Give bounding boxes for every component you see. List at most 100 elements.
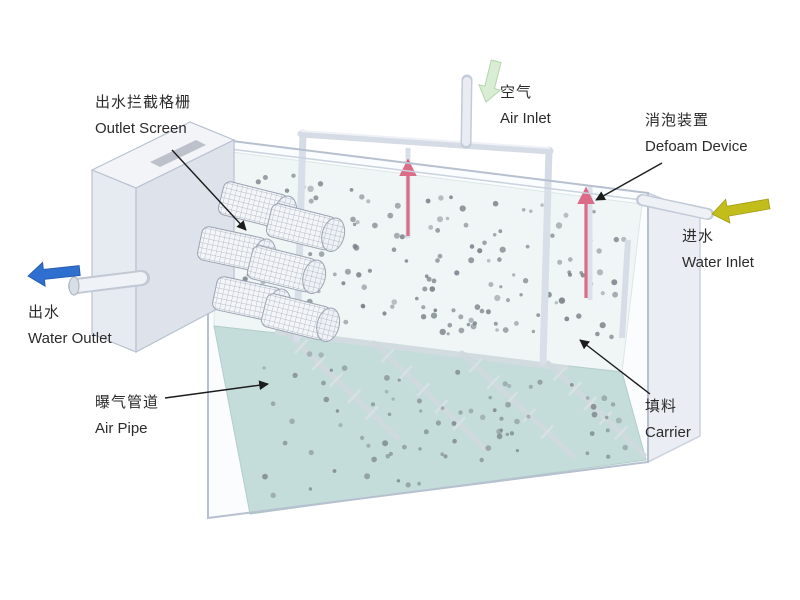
label-air-pipe-zh: 曝气管道: [95, 394, 160, 411]
air-diffuser: [416, 382, 431, 398]
carrier-dot: [397, 378, 401, 382]
carrier-dot: [308, 198, 314, 204]
air-inlet-pipe-body: [462, 77, 471, 146]
carrier-dot: [494, 294, 501, 302]
carrier-dot: [580, 273, 585, 278]
label-water-outlet-en: Water Outlet: [28, 330, 112, 347]
air-inlet-arrow: [478, 59, 502, 103]
label-water-inlet-en: Water Inlet: [682, 254, 754, 271]
carrier-dot: [567, 270, 572, 275]
air-diffuser: [567, 381, 583, 397]
carrier-dot: [388, 451, 393, 456]
carrier-dot: [262, 473, 268, 480]
screen-cylinder-mesh: [247, 245, 317, 292]
carrier-dot: [447, 322, 453, 328]
air-diffuser: [294, 339, 309, 354]
carrier-dot: [522, 278, 529, 284]
carrier-dot: [493, 321, 498, 326]
carrier-dot: [604, 415, 609, 420]
carrier-dot: [514, 418, 520, 425]
carrier-dot: [468, 408, 474, 414]
carrier-dot: [440, 452, 445, 457]
carrier-dot: [352, 243, 358, 249]
water-outlet-pipe: [68, 270, 150, 296]
pointer-carrier: [579, 339, 651, 395]
carrier-dot: [367, 268, 372, 273]
carrier-dot: [422, 286, 428, 292]
carrier-dot: [498, 229, 503, 234]
carrier-dot: [585, 396, 590, 400]
carrier-dot: [596, 269, 604, 276]
carrier-dot: [596, 248, 602, 254]
carrier-dot: [592, 210, 596, 214]
carrier-dot: [393, 232, 400, 239]
carrier-dot: [387, 412, 392, 417]
air-diffuser: [451, 416, 467, 431]
carrier-dot: [454, 270, 460, 276]
carrier-dot: [332, 272, 337, 277]
air-pipe-lateral: [545, 360, 647, 458]
carrier-dot: [479, 457, 484, 463]
carrier-dot: [519, 293, 523, 297]
air-inlet-pipe: [460, 74, 473, 149]
carrier-dot: [435, 228, 441, 233]
carrier-dot: [430, 312, 438, 319]
carrier-dot: [332, 469, 337, 473]
pointer-defoam-device: [595, 162, 663, 201]
screen-cylinder: [261, 293, 341, 342]
frame-top-bar-highlight: [300, 130, 551, 149]
carrier-dot: [505, 432, 509, 437]
carrier-dot: [341, 281, 346, 286]
outlet-pipe-body: [71, 272, 147, 292]
carrier-dot: [468, 317, 474, 323]
carrier-dot: [499, 285, 503, 289]
carrier-dot: [502, 381, 508, 387]
carrier-dot: [512, 273, 516, 277]
carrier-dot: [502, 327, 509, 333]
carrier-dot: [488, 282, 494, 287]
carrier-dot: [495, 328, 499, 332]
carrier-dot: [428, 225, 434, 230]
carrier-dot: [405, 482, 411, 488]
carrier-dot: [425, 198, 431, 204]
carrier-dot: [308, 487, 313, 491]
inlet-pipe-body: [638, 195, 712, 219]
carrier-dot: [387, 212, 394, 219]
carrier-dot: [509, 431, 515, 436]
carrier-dot: [291, 173, 296, 178]
carrier-dot: [344, 268, 351, 275]
air-diffuser: [583, 396, 598, 411]
carrier-dot: [615, 417, 622, 424]
air-pipe-lateral: [371, 340, 489, 452]
carrier-dot: [610, 402, 616, 407]
carrier-dot: [270, 492, 276, 498]
label-water-inlet: 进水 Water Inlet: [682, 224, 754, 276]
tank-inner-rim: [213, 146, 643, 201]
carrier-dot: [321, 380, 326, 386]
carrier-dot: [435, 420, 441, 426]
label-air-pipe-en: Air Pipe: [95, 420, 148, 437]
carrier-dot: [292, 372, 298, 378]
carrier-dot: [364, 473, 371, 480]
carrier-dot: [306, 351, 313, 357]
carrier-dot: [451, 308, 456, 313]
carrier-dots-floor: [262, 351, 628, 498]
carrier-dot: [590, 403, 597, 410]
screen-cylinder-cap-mesh: [316, 308, 340, 342]
carrier-dot: [458, 314, 464, 320]
carrier-dot: [352, 222, 357, 227]
carrier-dot: [446, 332, 450, 336]
air-diffuser: [540, 424, 555, 440]
label-carrier-en: Carrier: [645, 424, 691, 441]
label-water-outlet-zh: 出水: [28, 304, 61, 321]
carrier-dot: [318, 251, 325, 257]
label-carrier-zh: 填料: [645, 398, 678, 415]
carrier-dot: [372, 222, 378, 229]
pointer-arrows: [164, 149, 663, 399]
carrier-dot: [458, 327, 465, 334]
carrier-dot: [449, 195, 453, 200]
carrier-dot: [599, 322, 606, 329]
air-diffuser: [398, 365, 413, 381]
carrier-dot: [526, 414, 531, 419]
